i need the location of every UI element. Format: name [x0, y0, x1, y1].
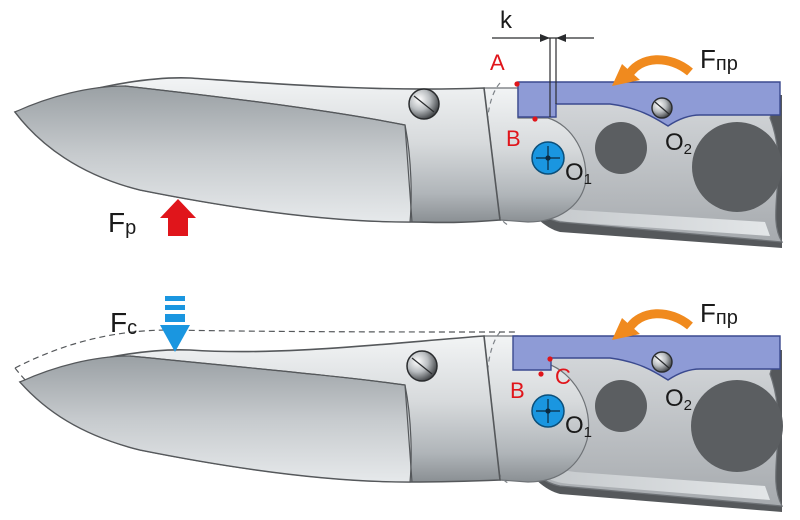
bottom-labels: Fс B C O1 O2 Fпр — [110, 298, 738, 441]
bottom-force-fc-arrow-icon — [160, 296, 190, 352]
bottom-tang-dashed — [485, 331, 511, 485]
label-b-top: B — [506, 126, 521, 151]
label-o1-top: O1 — [565, 159, 592, 188]
label-fpr-bottom: Fпр — [700, 298, 738, 329]
bottom-spring-arrow-icon — [624, 309, 693, 333]
label-c-bottom: C — [555, 364, 571, 389]
label-fpr-top: Fпр — [700, 44, 738, 75]
label-fp: Fр — [108, 207, 136, 239]
bottom-blade-bevel — [19, 355, 412, 483]
bottom-point-b — [538, 371, 544, 377]
top-blade-spine — [124, 85, 413, 223]
label-k: k — [500, 7, 513, 34]
top-handle-hole-1 — [595, 122, 647, 174]
top-lock-bar — [517, 81, 781, 127]
bottom-handle-hole-1 — [595, 380, 647, 432]
bottom-handle-hole-2 — [691, 380, 783, 472]
bottom-blade-spine — [129, 355, 413, 483]
top-point-a — [514, 81, 520, 87]
bottom-knife — [14, 296, 784, 512]
label-a-top: A — [490, 50, 505, 75]
label-b-bottom: B — [510, 378, 525, 403]
top-handle-hole-2 — [692, 122, 782, 212]
top-knife — [13, 34, 784, 248]
label-o2-bottom: O2 — [665, 385, 692, 414]
top-tang-dashed — [485, 82, 511, 227]
label-fc: Fс — [110, 307, 137, 339]
label-o2-top: O2 — [665, 129, 692, 158]
top-handle-strip — [520, 188, 770, 236]
top-point-b — [532, 116, 538, 122]
label-o1-bottom: O1 — [565, 412, 592, 441]
top-force-fp-arrow-icon — [160, 199, 196, 236]
bottom-point-c — [547, 356, 553, 362]
top-spring-arrow-icon — [624, 55, 693, 79]
bottom-blade-deflected-dashed — [14, 329, 516, 479]
bottom-handle-strip — [520, 450, 770, 500]
top-labels: k A B O1 O2 Fпр Fр — [108, 7, 738, 239]
bottom-lock-bar — [512, 335, 781, 381]
